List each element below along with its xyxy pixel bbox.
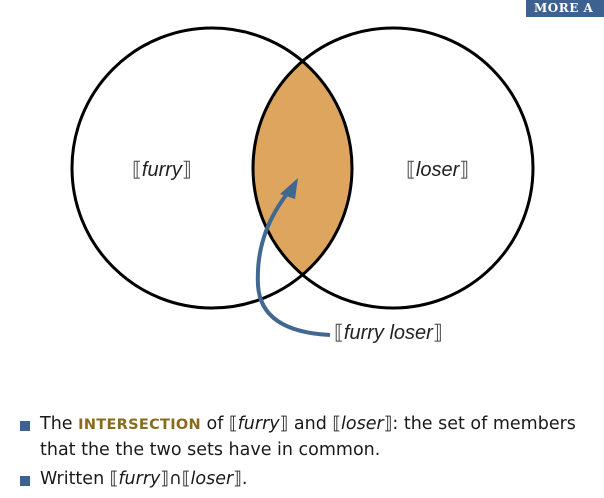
left-set-circle (70, 26, 354, 310)
intersection-region (253, 28, 352, 308)
bullet-list: The INTERSECTION of ⟦furry⟧ and ⟦loser⟧:… (20, 412, 600, 496)
venn-diagram (70, 26, 535, 337)
arrow-head-icon (280, 178, 298, 199)
right-set-label: ⟦loser⟧ (406, 159, 470, 181)
more-badge[interactable]: MORE A (526, 0, 604, 17)
arrow-line (255, 188, 331, 337)
bullet-square-icon (20, 476, 30, 486)
bullet-item: Written ⟦furry⟧∩⟦loser⟧. (20, 467, 600, 492)
intersection-label: ⟦furry loser⟧ (334, 322, 443, 344)
bullet-item: The INTERSECTION of ⟦furry⟧ and ⟦loser⟧:… (20, 412, 600, 463)
right-set-circle (251, 26, 535, 310)
bullet-square-icon (20, 421, 30, 431)
keyword-intersection: INTERSECTION (78, 417, 201, 433)
left-set-label: ⟦furry⟧ (132, 159, 192, 181)
